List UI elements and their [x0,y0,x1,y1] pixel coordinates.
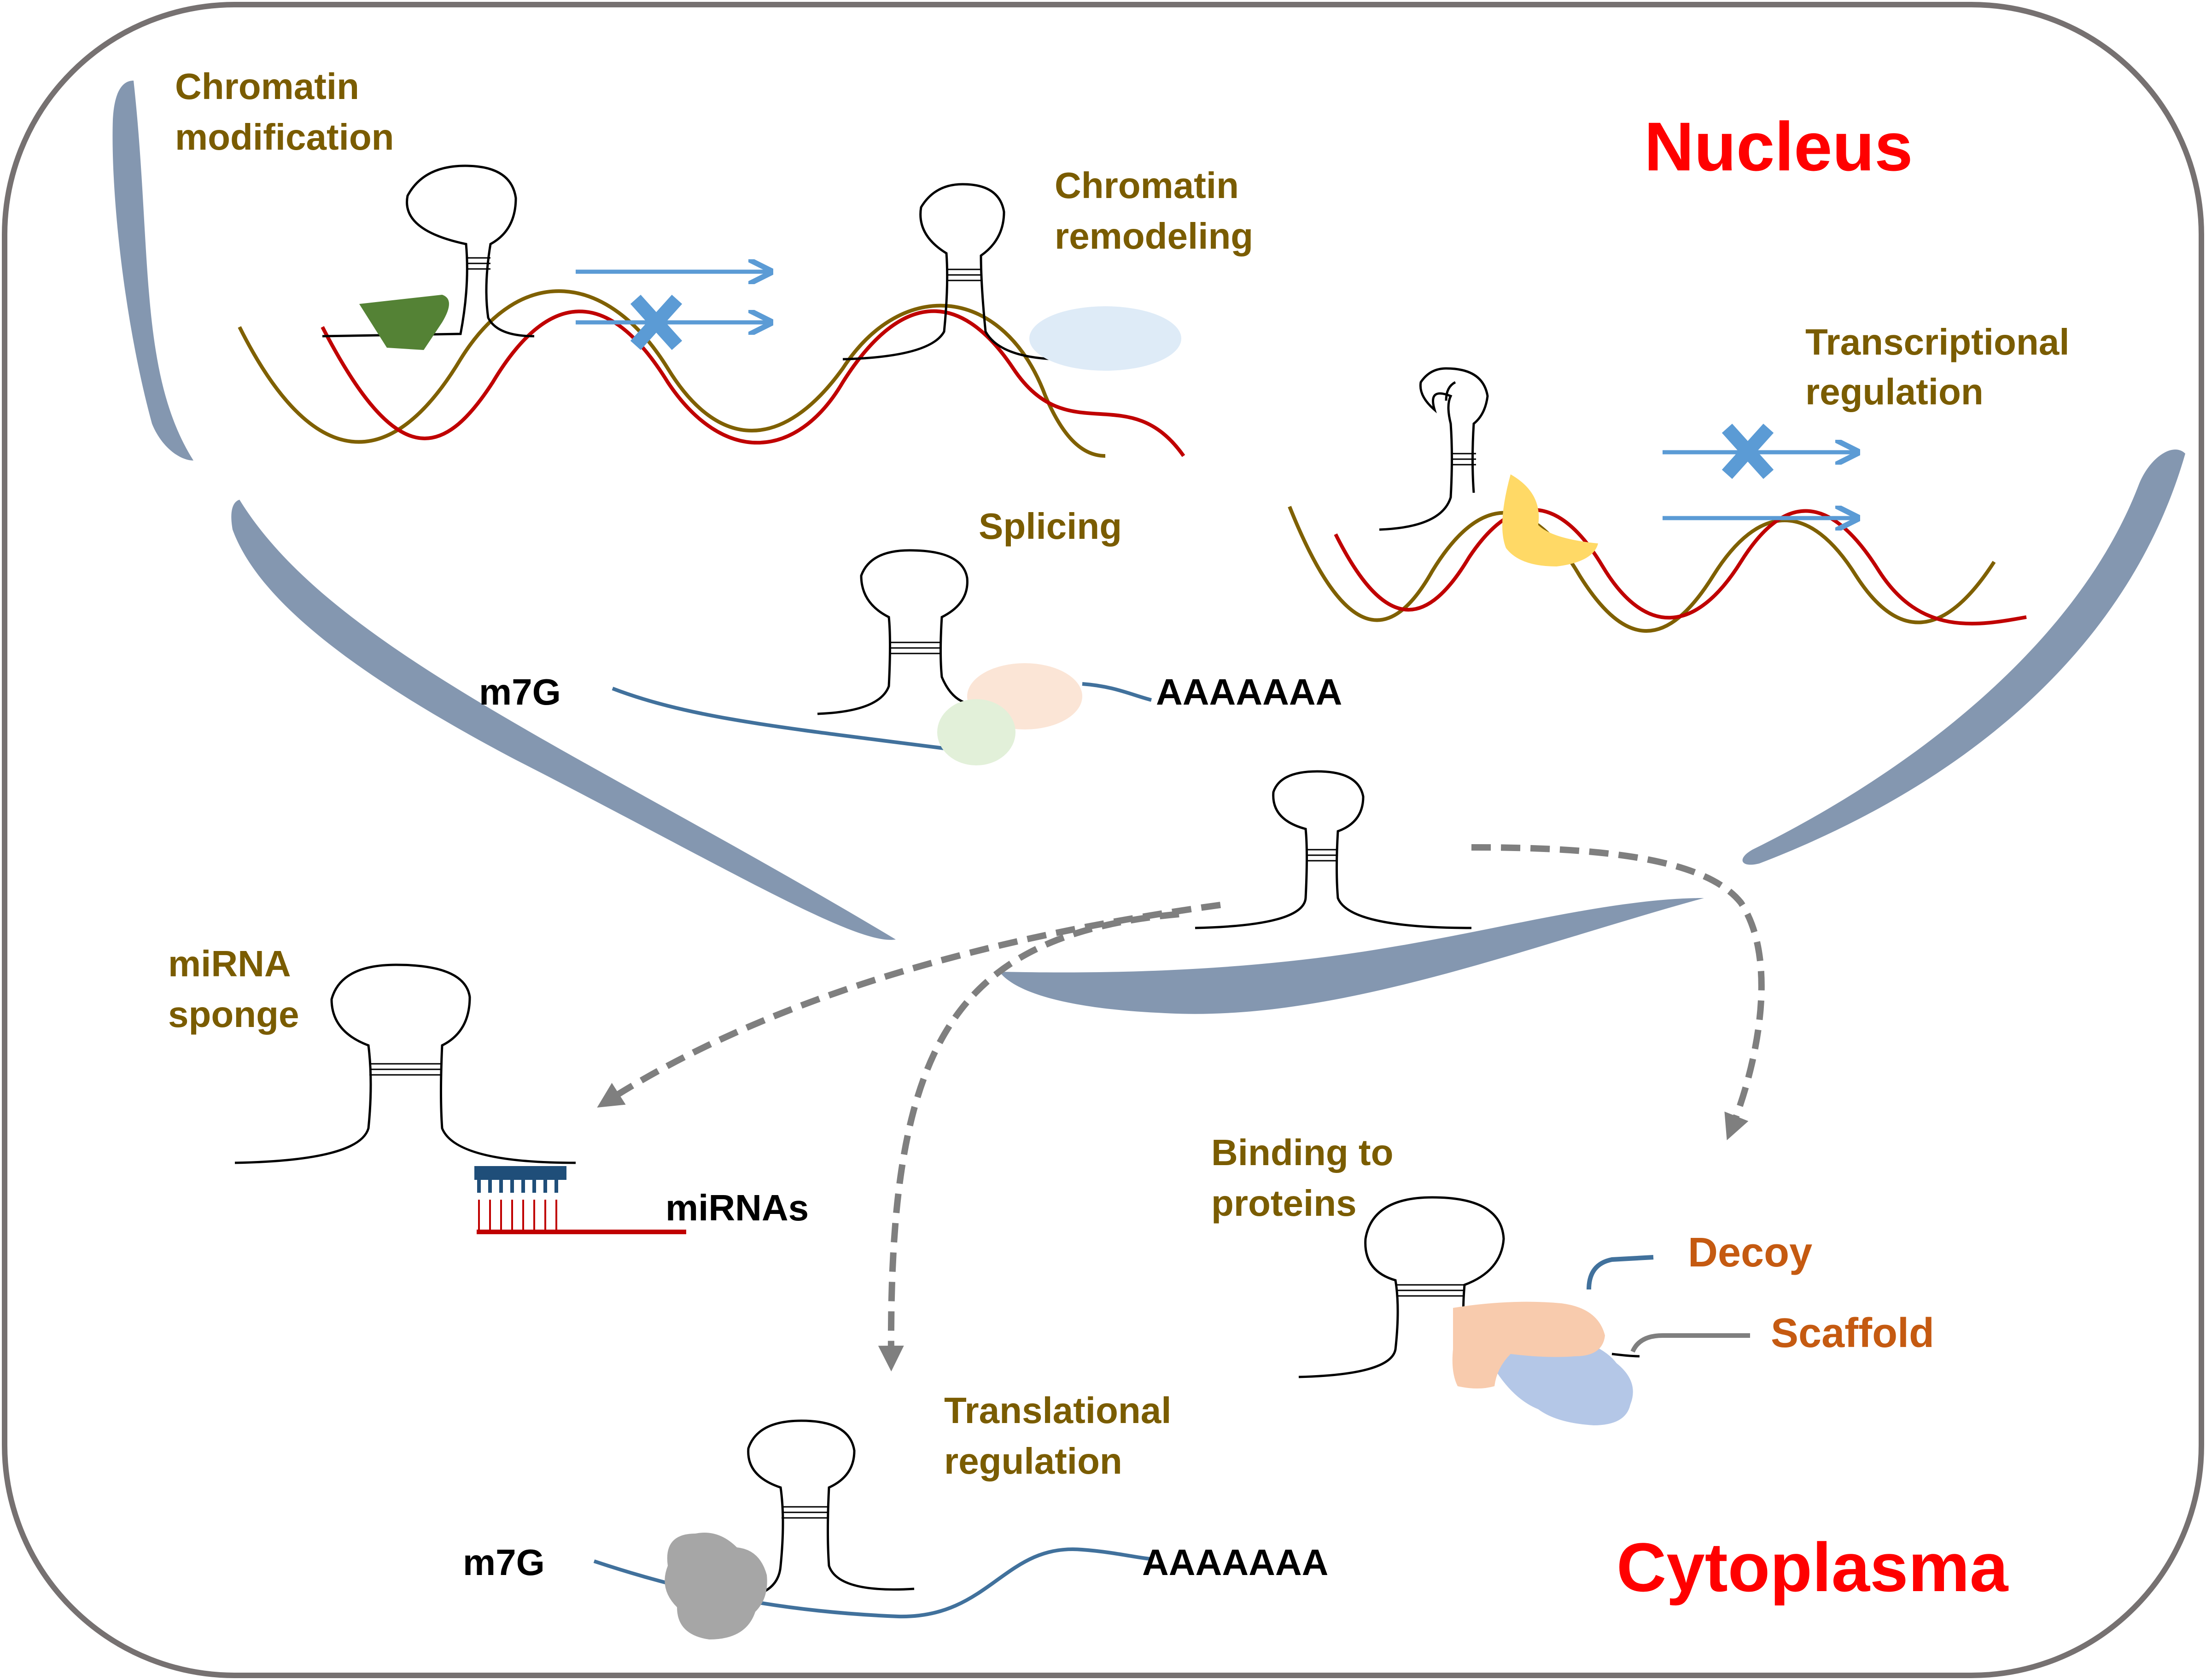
lncrna-hairpin [322,164,535,338]
dna-helix-transcription [1288,506,2027,633]
transcriptional-regulation-label-line1: Transcriptional [1805,321,2069,362]
modifier-protein [359,295,449,350]
dna-strand [321,309,1185,457]
transcription-factor-protein [1502,474,1598,566]
mirna-sponge-label-line2: sponge [168,994,299,1035]
lncrna-hairpin [234,963,576,1164]
membrane-segment [999,898,1704,1014]
decoy-label: Decoy [1688,1230,1812,1276]
inhibition-cross-icon [630,294,683,350]
label-translational-regulation: Translational regulation [944,1390,1171,1482]
mirna-binding-sites [474,1166,566,1193]
dashed-arrow-to-protein-binding [1471,844,1765,1141]
lncrna-hairpin [1195,770,1472,929]
dna-helix-chromatin [238,289,1185,458]
lncrna-hairpin [817,549,977,715]
dna-strand [1334,508,2027,626]
pre-mrna-strand [612,682,1152,750]
label-chromatin-remodeling: Chromatin remodeling [1055,165,1253,257]
polya-label: AAAAAAA [1142,1542,1328,1583]
inhibition-cross-icon [1722,423,1774,479]
decoy-protein [1452,1301,1605,1388]
nucleus-label: Nucleus [1644,108,1913,185]
chromatin-modification-label-line1: Chromatin [175,66,359,107]
binding-to-proteins-label-line1: Binding to [1211,1132,1393,1173]
translational-regulation-label-line2: regulation [944,1441,1122,1482]
lncrna-hairpin [736,1419,915,1599]
translational-regulation-label-line1: Translational [944,1390,1171,1431]
nuclear-envelope [112,81,2185,1014]
scaffold-label: Scaffold [1771,1310,1934,1356]
spliceosome-component [937,699,1015,765]
decoy-connector [1587,1255,1654,1290]
chromatin-remodeling-label-line1: Chromatin [1055,165,1239,206]
dna-strand [1288,506,1996,633]
splicing-label: Splicing [979,506,1122,547]
label-transcriptional-regulation: Transcriptional regulation [1805,321,2069,412]
label-chromatin-modification: Chromatin modification [175,66,394,158]
polya-label: AAAAAAA [1156,671,1342,712]
binding-to-proteins-label-line2: proteins [1211,1183,1357,1224]
lncrna-hairpin [1379,367,1489,531]
membrane-segment [1742,449,2185,865]
cytoplasm-label: Cytoplasma [1617,1528,2009,1606]
chromatin-remodeling-label-line2: remodeling [1055,216,1253,257]
transcriptional-regulation-label-line2: regulation [1805,371,1984,412]
lncrna-hairpin [1298,1196,1640,1378]
cap-label: m7G [463,1542,545,1583]
label-mirna-sponge: miRNA sponge [168,943,299,1035]
arrow-activation [576,272,769,322]
chromatin-modification-label-line2: modification [175,117,394,158]
membrane-segment [112,81,193,461]
dashed-arrow-to-translation [878,911,1179,1371]
label-binding-to-proteins: Binding to proteins [1211,1132,1393,1224]
remodeling-complex [1029,306,1181,371]
mirna-sponge-label-line1: miRNA [168,943,291,984]
ribosome-icon [665,1533,767,1639]
arrow-activation [1663,452,1856,518]
scaffold-connector [1630,1333,1750,1353]
dashed-arrow-to-mirna-sponge [597,902,1221,1108]
dna-strand [238,289,1106,458]
cap-label: m7G [479,671,561,712]
lncrna-hairpin [842,183,1055,361]
bound-mirna [477,1200,686,1234]
export-arrows [597,844,1765,1371]
mirnas-label: miRNAs [665,1187,809,1228]
